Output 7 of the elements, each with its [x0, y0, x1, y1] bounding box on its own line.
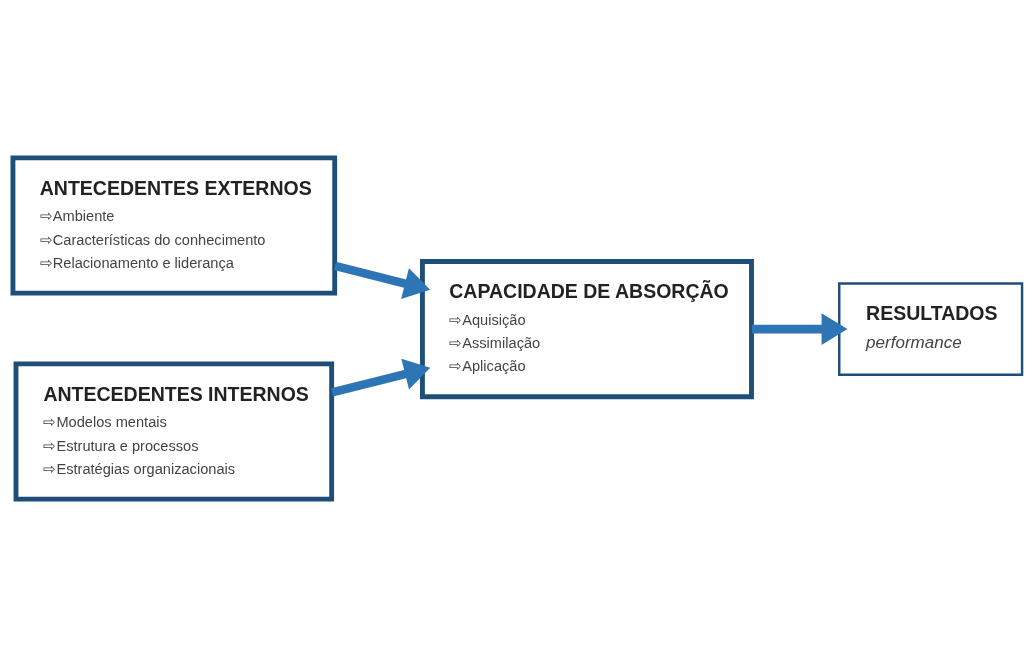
arrow [751, 312, 848, 345]
node-box: RESULTADOS performance [838, 281, 1024, 376]
node-box: CAPACIDADE DE ABSORÇÃO ⇨Aquisição ⇨Assimilação ⇨Aplicação [420, 258, 754, 399]
node-box: ANTECEDENTES INTERNOS ⇨Modelos mentais ⇨Estrutura e processos ⇨Estratégias organizacionais [13, 360, 335, 502]
arrow [331, 358, 431, 396]
arrow [333, 261, 431, 299]
node-box: ANTECEDENTES EXTERNOS ⇨Ambiente ⇨Características do conhecimento ⇨Relacionamento e liderança [10, 154, 338, 296]
